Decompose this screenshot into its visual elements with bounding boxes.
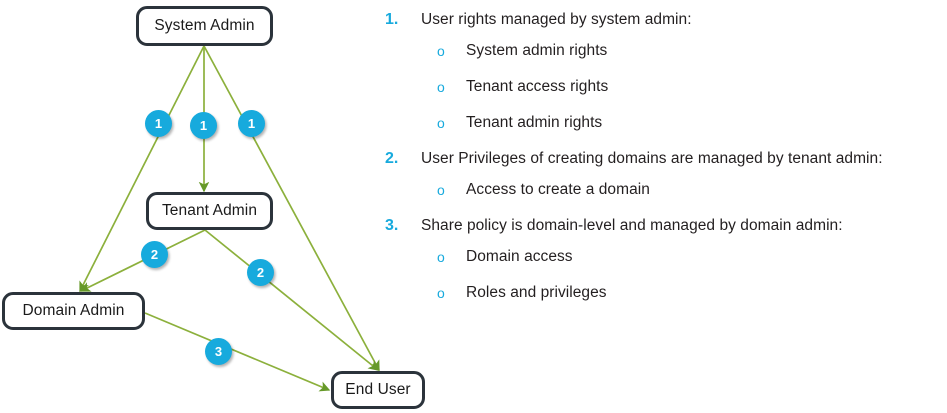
list-group-2: 2. User Privileges of creating domains a… [378,148,947,201]
node-label: End User [345,381,411,398]
list-subitem: o Access to create a domain [378,179,947,201]
circle-bullet-icon: o [437,43,445,59]
hierarchy-diagram: System Admin Tenant Admin Domain Admin E… [0,0,440,413]
list-subitem: o Roles and privileges [378,282,947,304]
edge-tenant-admin-to-end-user [204,229,380,371]
node-tenant-admin[interactable]: Tenant Admin [146,192,273,230]
list-subitem: o Domain access [378,246,947,268]
badge-value: 2 [150,247,159,262]
badge-1-left: 1 [145,110,172,137]
badge-1-center: 1 [190,112,217,139]
edge-domain-admin-to-end-user [144,312,331,392]
badge-2-right: 2 [247,259,274,286]
edge-layer [79,45,380,392]
badge-value: 3 [214,344,223,359]
badge-value: 2 [256,265,265,280]
list-subitem-text: Tenant access rights [466,78,609,95]
circle-bullet-icon: o [437,182,445,198]
list-group-1: 1. User rights managed by system admin: … [378,9,947,134]
list-item: 3. Share policy is domain-level and mana… [378,215,947,237]
badge-value: 1 [154,116,163,131]
list-item: 1. User rights managed by system admin: [378,9,947,31]
badge-3: 3 [205,338,232,365]
node-system-admin[interactable]: System Admin [136,6,273,46]
list-text: User Privileges of creating domains are … [421,150,883,167]
circle-bullet-icon: o [437,79,445,95]
list-item: 2. User Privileges of creating domains a… [378,148,947,170]
badge-1-right: 1 [238,110,265,137]
list-number: 2. [385,150,399,167]
badge-value: 1 [199,118,208,133]
list-subitem-text: Tenant admin rights [466,114,603,131]
list-subitem-text: Domain access [466,248,573,265]
badge-value: 1 [247,116,256,131]
list-subitem-text: Access to create a domain [466,181,650,198]
list-subitem: o Tenant access rights [378,76,947,98]
list-number: 3. [385,217,399,234]
list-text: Share policy is domain-level and managed… [421,217,843,234]
node-label: Domain Admin [22,302,125,319]
node-domain-admin[interactable]: Domain Admin [2,292,145,330]
node-end-user[interactable]: End User [331,371,425,409]
list-number: 1. [385,11,399,28]
badge-2-left: 2 [141,241,168,268]
list-group-3: 3. Share policy is domain-level and mana… [378,215,947,304]
rights-summary-list: 1. User rights managed by system admin: … [378,0,947,413]
edge-system-admin-to-domain-admin [79,45,205,293]
list-text: User rights managed by system admin: [421,11,692,28]
list-subitem-text: System admin rights [466,42,608,59]
node-label: System Admin [154,17,255,34]
circle-bullet-icon: o [437,249,445,265]
edge-system-admin-to-end-user [203,45,380,372]
list-subitem: o Tenant admin rights [378,112,947,134]
circle-bullet-icon: o [437,115,445,131]
list-subitem-text: Roles and privileges [466,284,607,301]
node-label: Tenant Admin [161,202,258,219]
list-subitem: o System admin rights [378,40,947,62]
circle-bullet-icon: o [437,285,445,301]
